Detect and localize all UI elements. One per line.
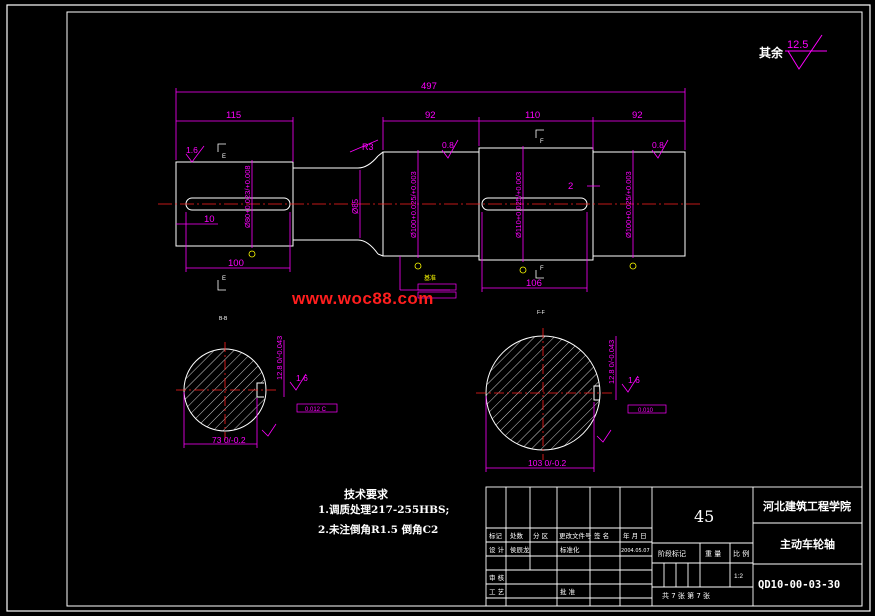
roughness-symbol-icon [785, 34, 827, 70]
section-label-right: F-F [537, 310, 545, 316]
designer-row: 设 计 侯辰龙 标准化 2004.05.07 [489, 545, 650, 554]
section-arrow-icon [217, 129, 544, 291]
scale: 1:2 [734, 573, 743, 580]
header-row: 标记 处数 分 区 更改文件号 签 名 年 月 日 [489, 531, 647, 540]
dim-key-offset-left: 10 [204, 214, 215, 225]
weight-label: 重 量 [705, 550, 721, 558]
part-name: 主动车轮轴 [780, 537, 835, 551]
section-left-roughness: 1.6 [296, 373, 308, 383]
dim-center: 110 [525, 110, 540, 121]
header-cell: 年 月 日 [623, 531, 647, 540]
dim-key-length-left: 100 [228, 258, 244, 269]
row-cell: 2004.05.07 [621, 548, 650, 554]
diameter-d2: Ø85 [351, 198, 360, 214]
diameter-d5: Ø100+0.025/+0.003 [624, 171, 633, 238]
approve-label: 批 准 [560, 587, 576, 596]
roughness-mark-3: 0.8 [652, 140, 664, 150]
roughness-mark-1: 1.6 [186, 145, 198, 155]
review-label: 审 核 [489, 573, 505, 582]
view-marker-4: F [540, 266, 544, 272]
tech-heading: 技术要求 [344, 488, 388, 501]
header-cell: 签 名 [594, 531, 609, 540]
header-cell: 标记 [489, 531, 503, 540]
section-left [176, 340, 338, 448]
section-right-key-width: 12.8 0/-0.043 [607, 340, 616, 384]
dim-left-journal: 115 [226, 110, 241, 121]
process-label: 工 艺 [489, 588, 505, 596]
section-label-left: B-B [219, 316, 228, 322]
header-cell: 分 区 [533, 531, 549, 540]
scale-label: 比 例 [733, 549, 749, 558]
section-right-width: 103 0/-0.2 [528, 458, 567, 468]
roughness-note-value: 12.5 [787, 39, 808, 51]
diameter-d3: Ø100+0.025/+0.003 [409, 171, 418, 238]
section-left-tol: 0.012 C [305, 407, 327, 413]
chamfer-label: R3 [362, 142, 374, 152]
datum-label: 基准 [424, 274, 436, 282]
tech-line-1: 1.调质处理217-255HBS; [318, 504, 450, 516]
datum-icon [248, 250, 637, 274]
header-cell: 更改文件号 [559, 531, 592, 540]
section-right-tol: 0.010 [638, 408, 654, 414]
dimension-lines [175, 88, 686, 292]
section-right [476, 328, 667, 472]
drawing-number: QD10-00-03-30 [758, 579, 840, 591]
title-block-grid [485, 486, 863, 607]
watermark: www.woc88.com [292, 289, 434, 308]
approval-labels: 审 核 工 艺 批 准 [489, 573, 576, 596]
roughness-note-prefix: 其余 [759, 45, 784, 60]
roughness-mark-icon [185, 139, 669, 163]
dim-right: 92 [632, 110, 643, 121]
row-cell: 侯辰龙 [510, 545, 530, 554]
roughness-mark-2: 0.8 [442, 140, 454, 150]
sheet-count: 共 7 张 第 7 张 [662, 591, 710, 600]
dim-mid-1: 92 [425, 110, 436, 121]
institution: 河北建筑工程学院 [763, 499, 851, 513]
header-cell: 处数 [510, 531, 524, 540]
diameter-d1: Ø80+0.023/+0.008 [243, 165, 252, 228]
section-left-width: 73 0/-0.2 [212, 435, 246, 445]
row-cell: 设 计 [489, 545, 505, 554]
diameter-d4: Ø110+0.025/+0.003 [514, 172, 523, 238]
material: 45 [694, 507, 714, 526]
view-marker-3: F [540, 139, 544, 145]
dim-overall-length: 497 [421, 81, 437, 92]
stage-label: 阶段标记 [658, 549, 686, 558]
row-cell: 标准化 [560, 545, 580, 554]
outer-frame [6, 4, 871, 612]
section-right-roughness: 1.6 [628, 375, 640, 385]
dim-key-length-center: 106 [526, 278, 542, 289]
inner-frame [66, 11, 863, 607]
view-marker-2: E [222, 276, 226, 282]
tolerance-frame-icon [417, 283, 457, 299]
view-marker-1: E [222, 154, 226, 160]
section-left-key-width: 12.8 0/-0.043 [275, 336, 284, 380]
dim-key-offset-center: 2 [568, 181, 573, 192]
tech-line-2: 2.未注倒角R1.5 倒角C2 [318, 524, 439, 536]
